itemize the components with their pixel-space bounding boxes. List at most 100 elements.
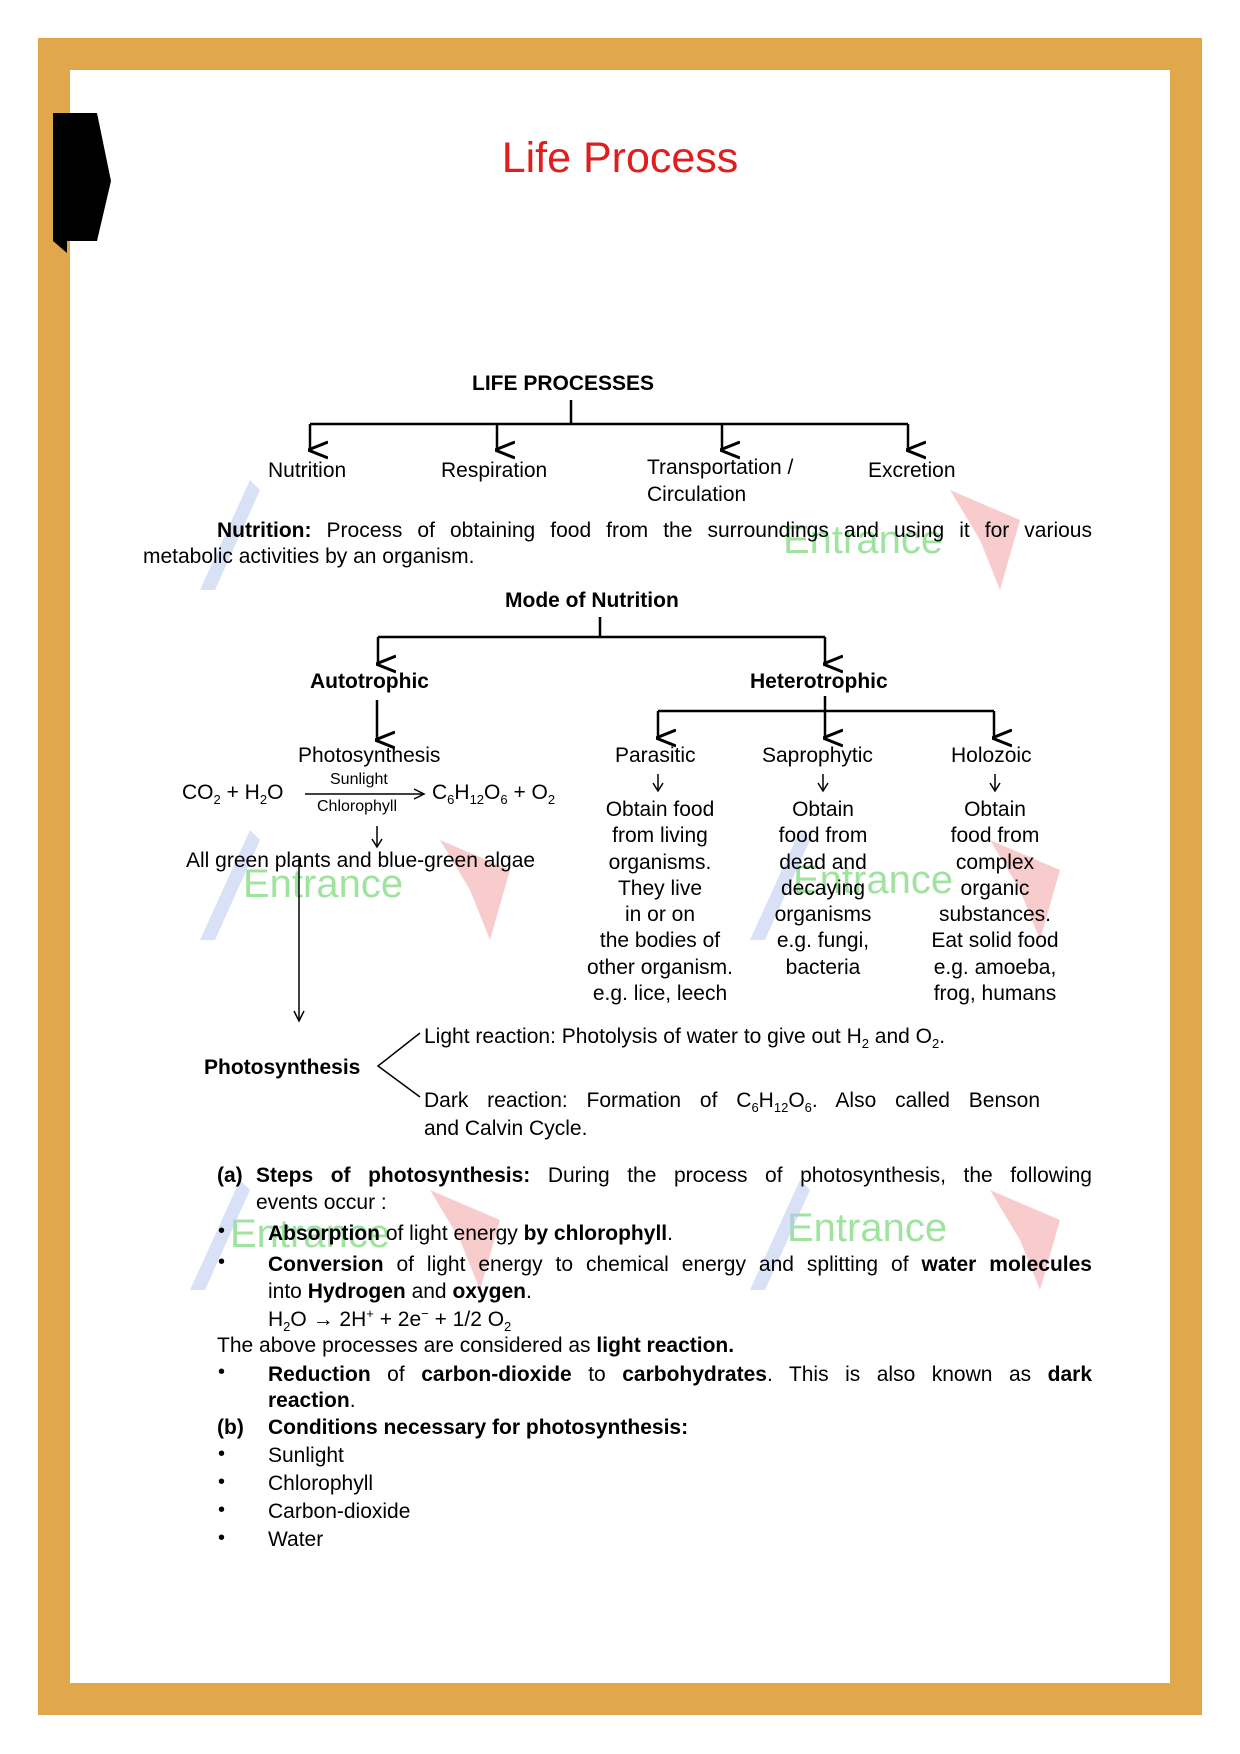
watermark-logo-icon (950, 490, 1020, 590)
dark-term: dark (1047, 1363, 1092, 1386)
step-a-line1: Steps of photosynthesis: During the proc… (256, 1164, 1092, 1188)
bullet-icon: • (218, 1499, 226, 1521)
step-b-label: (b) (217, 1416, 244, 1439)
condition-item: Carbon-dioxide (268, 1500, 411, 1523)
parasitic-line: in or on (624, 903, 696, 927)
autotrophic-label: Autotrophic (310, 670, 429, 693)
chapter-tab-marker (53, 113, 111, 253)
nutrition-term: Nutrition: (217, 519, 312, 542)
step-a-title: Steps of photosynthesis: (256, 1164, 531, 1187)
step-a-text: During the process of photosynthesis, th… (547, 1164, 1092, 1187)
holozoic-line: e.g. amoeba, (933, 955, 1057, 979)
dark-reaction-line1: Dark reaction: Formation of C6H12O6. Als… (424, 1089, 1041, 1116)
condition-item: Water (268, 1528, 324, 1551)
reduction-term: Reduction (268, 1363, 371, 1386)
light-reaction-term: light reaction. (596, 1334, 735, 1357)
node-respiration: Respiration (441, 459, 548, 482)
parasitic-line: They live (617, 876, 703, 900)
holozoic-label: Holozoic (951, 744, 1032, 767)
co2-term: carbon-dioxide (421, 1363, 572, 1386)
parasitic-line: the bodies of (599, 929, 721, 953)
photosynthesis-label: Photosynthesis (298, 744, 441, 767)
watermark-logo-icon (990, 1190, 1060, 1290)
condition-chlorophyll: Chlorophyll (317, 798, 398, 815)
watermark-text: Entrance (793, 858, 954, 902)
bullet-icon: • (218, 1527, 226, 1549)
water-molecules-term: water molecules (921, 1253, 1092, 1276)
step-a-label: (a) (217, 1164, 243, 1187)
oxygen-term: oxygen (452, 1280, 526, 1303)
bullet-icon: • (218, 1220, 226, 1242)
into-text: into (268, 1280, 302, 1303)
holozoic-line: complex (955, 850, 1035, 874)
holozoic-line: substances. (938, 903, 1052, 927)
light-reaction-note: The above processes are considered as li… (217, 1334, 734, 1358)
reduction-line1: Reduction of carbon-dioxide to carbohydr… (268, 1363, 1092, 1387)
holozoic-line: frog, humans (933, 982, 1057, 1006)
reactants: CO2 + H2O (182, 781, 284, 808)
dark-reaction-rest: . Also called Benson (811, 1089, 1041, 1112)
conversion-line2: into Hydrogen and oxygen. (268, 1280, 532, 1303)
watermark-text: Entrance (243, 862, 404, 906)
parasitic-line: other organism. (587, 955, 733, 979)
photosynthesis-heading: Photosynthesis (204, 1056, 361, 1079)
parasitic-line: from living (612, 824, 708, 848)
watermark-logo-icon (990, 840, 1060, 940)
condition-item: Chlorophyll (268, 1472, 374, 1495)
watermark-logo-icon (190, 1180, 250, 1290)
dark-reaction-line2: and Calvin Cycle. (424, 1117, 588, 1140)
watermark-text: Entrance (787, 1206, 948, 1250)
absorption-item: Absorption of light energy by chlorophyl… (268, 1222, 673, 1245)
saprophytic-line: organisms (774, 903, 872, 927)
to-text: to (588, 1363, 606, 1386)
absorption-term: Absorption (268, 1222, 380, 1245)
also-known-text: . This is also known as (766, 1363, 1032, 1386)
saprophytic-line: Obtain (792, 798, 854, 821)
watermark-logo-icon (750, 830, 810, 940)
conversion-text: of light energy to chemical energy and s… (396, 1253, 909, 1276)
condition-item: Sunlight (268, 1444, 344, 1467)
carbohydrates-term: carbohydrates (622, 1363, 767, 1386)
parasitic-line: Obtain food (605, 798, 715, 821)
bullet-icon: • (218, 1443, 226, 1465)
light-reaction-label: Light reaction: Photolysis of water to g… (424, 1025, 841, 1048)
node-circulation: Circulation (647, 483, 747, 506)
condition-sunlight: Sunlight (330, 771, 388, 788)
heterotrophic-label: Heterotrophic (750, 670, 888, 693)
life-processes-heading: LIFE PROCESSES (472, 372, 655, 395)
nutrition-definition-text: Process of obtaining food from the surro… (326, 519, 1092, 542)
light-reaction-text: Light reaction: Photolysis of water to g… (424, 1025, 946, 1052)
holozoic-line: Eat solid food (931, 929, 1059, 953)
watermark-text: Entrance (783, 518, 944, 562)
page-title: Life Process (501, 134, 739, 182)
step-a-line2: events occur : (256, 1191, 387, 1214)
bullet-icon: • (218, 1251, 226, 1273)
and-text: and (411, 1280, 447, 1303)
node-transportation: Transportation / (647, 456, 794, 479)
saprophytic-label: Saprophytic (762, 744, 873, 767)
absorption-by: by chlorophyll (523, 1222, 668, 1245)
node-nutrition: Nutrition (268, 459, 347, 482)
watermark-logo-icon (440, 840, 510, 940)
step-b-title: Conditions necessary for photosynthesis: (268, 1416, 689, 1439)
products: C6H12O6 + O2 (432, 781, 556, 808)
saprophytic-line: e.g. fungi, (776, 929, 870, 953)
saprophytic-line: decaying (780, 876, 866, 900)
holozoic-line: organic (960, 876, 1030, 900)
nutrition-definition-line1: Nutrition: Process of obtaining food fro… (217, 519, 1092, 543)
saprophytic-line: food from (778, 824, 868, 848)
watermark-logo-icon (200, 480, 260, 590)
watermark-logo-icon (750, 1180, 810, 1290)
bullet-icon: • (218, 1361, 226, 1383)
nutrition-definition-line2: metabolic activities by an organism. (143, 545, 475, 568)
parasitic-label: Parasitic (615, 744, 696, 767)
saprophytic-line: dead and (779, 850, 867, 874)
absorption-text: of light energy (385, 1222, 518, 1245)
conversion-term: Conversion (268, 1253, 384, 1276)
of-text: of (387, 1363, 405, 1386)
dark-reaction-label: Dark reaction: Formation of (424, 1089, 718, 1112)
holozoic-description: Obtain food from complex organic substan… (915, 797, 1075, 1007)
saprophytic-description: Obtain food from dead and decaying organ… (750, 797, 896, 981)
green-plants-text: All green plants and blue-green algae (186, 849, 536, 872)
